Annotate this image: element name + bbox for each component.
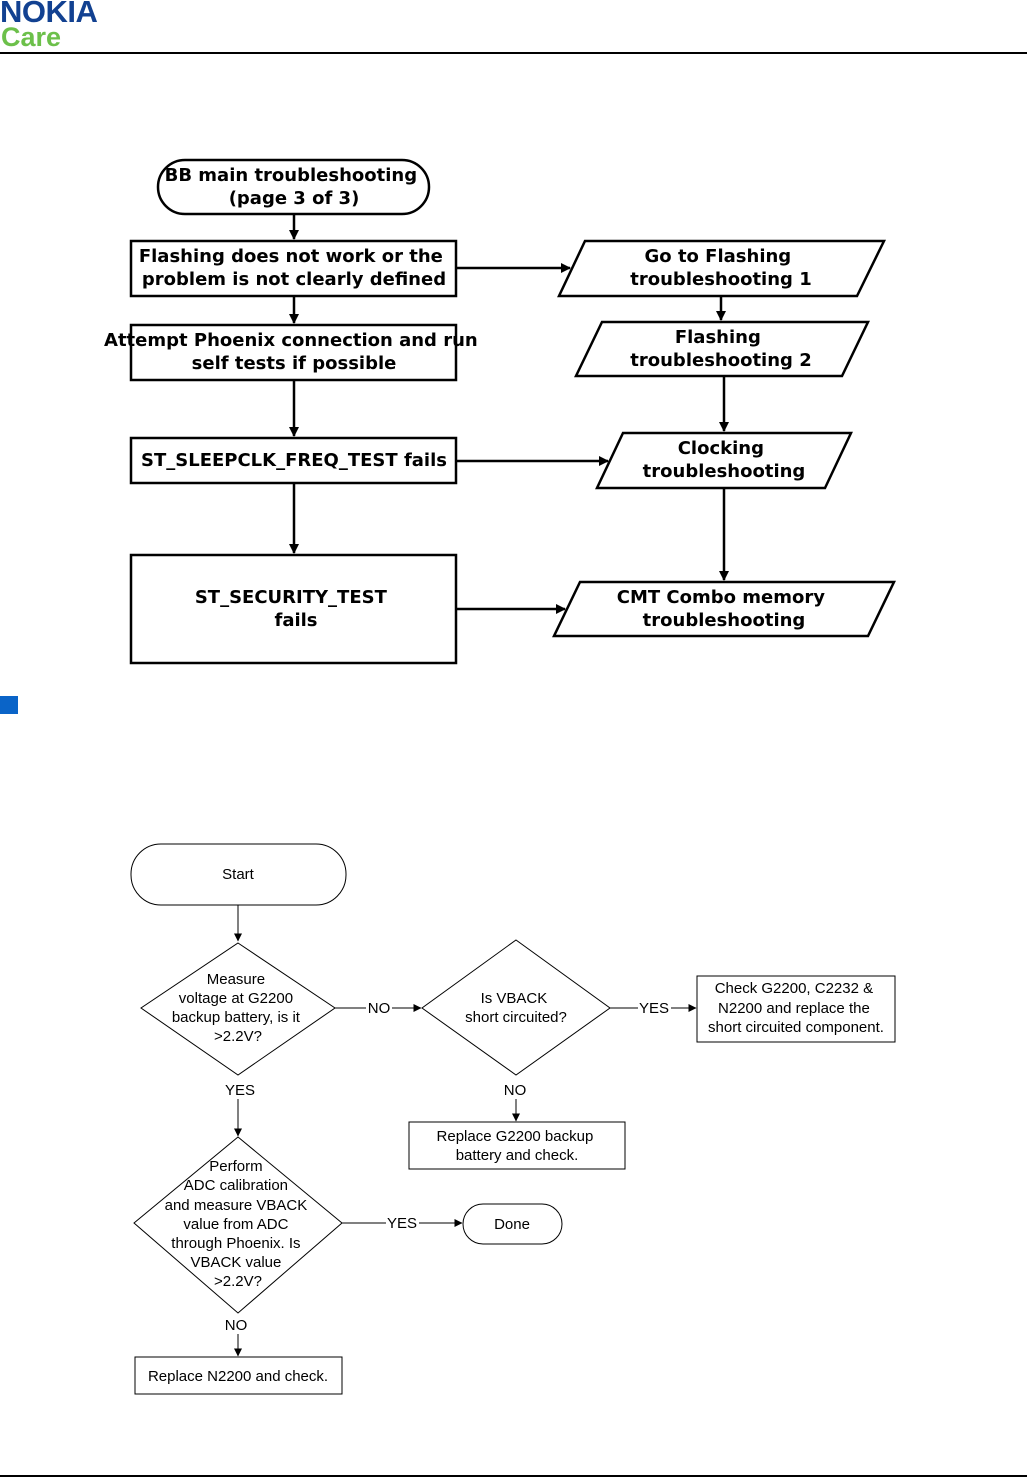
flowchart-1: BB main troubleshooting (page 3 of 3) Fl… [104,158,896,665]
care-logo: Care [1,22,62,52]
fc2-adc-line5: through Phoenix. Is [171,1235,300,1252]
footer-rule [0,1475,1027,1477]
fc1-security-box [129,553,458,665]
fc2-vback-short-line2: short circuited? [465,1009,567,1026]
fc2-adc-decision [133,1136,343,1314]
fc2-done-node [462,1203,563,1245]
svg-text:CMT Combo memory trouble: CMT Combo memory troubleshooting [617,587,832,631]
fc2-adc-line2: ADC calibration [184,1177,288,1194]
fc1-start-line1: BB main troubleshooting [165,165,418,186]
fc1-goto-flashing1-line1: Go to Flashing [645,246,792,267]
fc1-clocking-line2: troubleshooting [643,461,806,482]
fc1-start-line2: (page 3 of 3) [229,188,360,209]
svg-text:Flashing troubleshooting: Flashing troubleshooting 2 [630,327,811,371]
fc2-check-line2: N2200 and replace the [718,1000,870,1017]
fc2-measure-line4: >2.2V? [214,1028,262,1045]
fc2-replace-g2200-box [408,1121,626,1170]
fc2-replace-g2200-line2: battery and check. [456,1147,579,1164]
fc1-flashing-line1: Flashing does not work or the [139,246,443,267]
nokia-logo: NOKIA [0,0,98,29]
fc2-check-line3: short circuited component. [708,1019,884,1036]
fc2-label-vback-no: NO [504,1082,527,1099]
fc2-measure-decision [140,942,336,1076]
fc2-adc-line4: value from ADC [183,1216,288,1233]
fc2-adc-line6: VBACK value [190,1254,281,1271]
svg-text:Check G2200, C2232 & N22: Check G2200, C2232 & N2200 and replace t… [708,980,884,1036]
fc2-measure-line2: voltage at G2200 [179,990,293,1007]
svg-text:ST_SECURITY_TEST fails: ST_SECURITY_TEST fails [195,587,393,631]
svg-text:BB main troubleshooting: BB main troubleshooting (page 3 of 3) [165,165,424,209]
fc2-check-components-box [696,975,896,1043]
section-marker [0,696,18,714]
svg-text:Perform ADC calibration: Perform ADC calibration and measure VBAC… [165,1158,312,1290]
fc2-adc-line1: Perform [209,1158,262,1175]
fc1-goto-flashing1-node [557,239,887,298]
fc1-clocking-line1: Clocking [678,438,764,459]
svg-text:Clocking troubleshooting: Clocking troubleshooting [643,438,806,482]
fc2-adc-line7: >2.2V? [214,1273,262,1290]
fc1-cmt-combo-line2: troubleshooting [643,610,806,631]
fc1-cmt-combo-node [552,580,896,638]
fc1-phoenix-line1: Attempt Phoenix connection and run [104,330,478,351]
fc2-adc-line3: and measure VBACK [165,1197,308,1214]
fc2-start-text: Start [222,866,255,883]
fc2-label-vback-yes: YES [639,1000,669,1017]
header-rule [0,52,1027,54]
flowchart-2: Start Measure voltage at G2200 backup ba… [130,843,896,1395]
fc2-replace-n2200-text: Replace N2200 and check. [148,1368,328,1385]
fc2-check-line1: Check G2200, C2232 & [715,980,873,997]
fc2-label-measure-no: NO [368,1000,391,1017]
svg-text:Is VBACK short circuited: Is VBACK short circuited? [465,990,567,1026]
svg-text:Attempt Phoenix connection and: Attempt Phoenix connection and run self … [104,330,484,374]
fc1-goto-flashing1-line2: troubleshooting 1 [630,269,811,290]
fc1-phoenix-box [129,323,458,382]
fc2-replace-g2200-line1: Replace G2200 backup [437,1128,594,1145]
fc1-security-line2: fails [274,610,317,631]
fc1-cmt-combo-line1: CMT Combo memory [617,587,825,608]
fc2-measure-line1: Measure [207,971,265,988]
fc1-flashing2-line2: troubleshooting 2 [630,350,811,371]
fc1-flashing-line2: problem is not clearly defined [142,269,446,290]
fc1-security-line1: ST_SECURITY_TEST [195,587,388,608]
fc2-replace-n2200-box [134,1356,343,1395]
fc1-flashing2-line1: Flashing [675,327,761,348]
fc1-clocking-node [595,431,853,490]
svg-text:Measure voltage at G2200: Measure voltage at G2200 backup battery,… [172,971,304,1045]
fc2-label-measure-yes: YES [225,1082,255,1099]
svg-text:Flashing does not work or the: Flashing does not work or the problem is… [139,246,449,290]
fc2-vback-short-line1: Is VBACK [481,990,548,1007]
svg-text:Replace G2200 backup bat: Replace G2200 backup battery and check. [437,1128,598,1164]
fc1-sleepclk-text: ST_SLEEPCLK_FREQ_TEST fails [141,450,447,471]
fc1-flashing2-node [574,320,870,378]
fc2-vback-short-decision [421,939,611,1076]
fc1-phoenix-line2: self tests if possible [192,353,397,374]
fc2-label-adc-no: NO [225,1317,248,1334]
fc2-measure-line3: backup battery, is it [172,1009,301,1026]
fc2-label-adc-yes: YES [387,1215,417,1232]
fc2-done-text: Done [494,1216,530,1233]
svg-text:Go to Flashing troublesh: Go to Flashing troubleshooting 1 [630,246,811,290]
